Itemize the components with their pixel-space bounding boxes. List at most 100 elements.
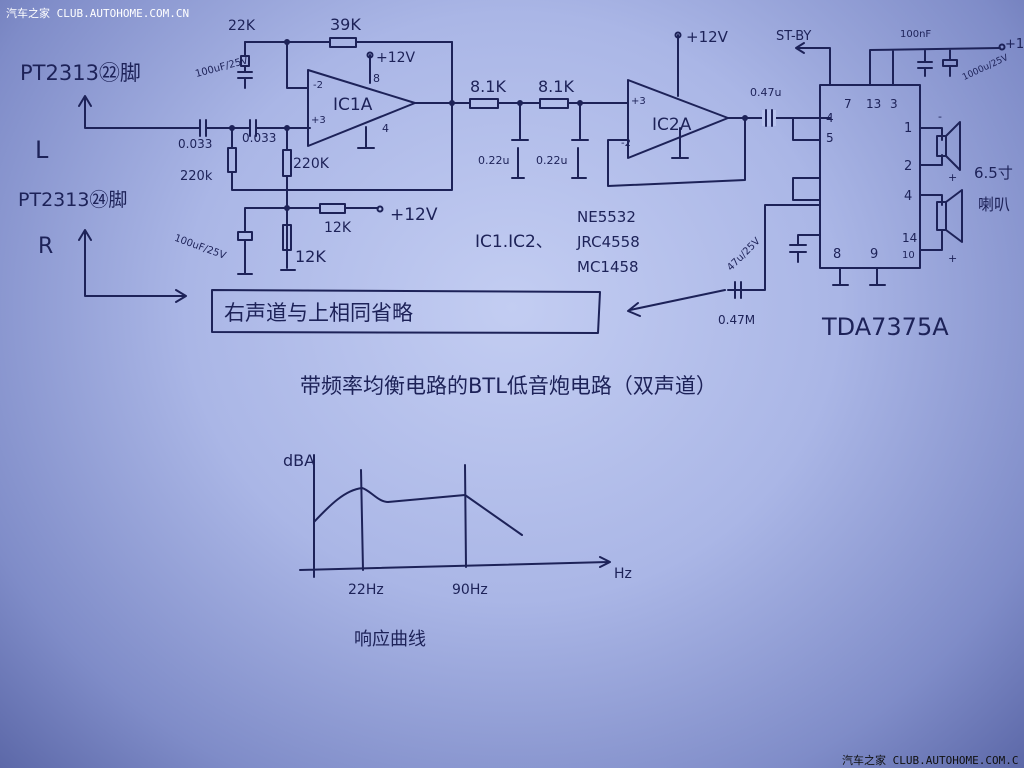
left-channel-label: L bbox=[35, 136, 49, 164]
input-capacitors bbox=[199, 119, 311, 137]
speaker-icon bbox=[936, 121, 963, 243]
opamp-ic1a-symbol bbox=[307, 69, 416, 147]
resistor-label: 8.1K bbox=[538, 77, 574, 96]
ic1a-label: IC1A bbox=[333, 95, 373, 115]
cap-label: 0.47M bbox=[718, 313, 755, 327]
right-channel-label: R bbox=[38, 234, 53, 259]
pin-label: 4 bbox=[826, 111, 834, 125]
ic-models-label: IC1.IC2、 bbox=[475, 232, 553, 252]
right-input-wire bbox=[84, 231, 186, 297]
resistor-8-1k-1 bbox=[469, 98, 499, 109]
opamp-ic2a-symbol bbox=[627, 79, 729, 159]
standby-label: ST-BY bbox=[776, 29, 811, 44]
resistor-8-1k-2 bbox=[539, 98, 569, 109]
resistor-12k-horizontal bbox=[319, 203, 346, 214]
y-axis-label: dBA bbox=[283, 451, 315, 470]
supply-decoupling bbox=[869, 47, 1001, 86]
pin-label: 2 bbox=[904, 159, 912, 174]
resistor-label: 12K bbox=[295, 247, 326, 266]
power-ground-wires bbox=[357, 54, 375, 149]
arrow-icon bbox=[78, 229, 187, 303]
speaker-wires bbox=[919, 127, 943, 251]
resistor-12k-vertical bbox=[282, 224, 292, 251]
left-input-wire bbox=[84, 97, 201, 129]
vcc-label: +12V bbox=[376, 50, 416, 66]
x-axis-label: Hz bbox=[614, 566, 632, 582]
response-curve bbox=[313, 487, 523, 536]
resistor-label: 220k bbox=[180, 169, 213, 184]
resistor-22k bbox=[240, 55, 250, 67]
cap-label: 0.22u bbox=[478, 154, 509, 167]
cap-label: 0.033 bbox=[242, 131, 276, 145]
right-source-label: PT2313㉔脚 bbox=[18, 189, 127, 211]
resistor-label: 8.1K bbox=[470, 77, 506, 96]
left-input: PT2313㉒脚 L bbox=[20, 61, 201, 164]
response-curve-sketch: dBA Hz 22Hz 90Hz 响应曲线 bbox=[283, 451, 632, 650]
pin-label: 4 bbox=[382, 122, 389, 135]
left-source-label: PT2313㉒脚 bbox=[20, 61, 141, 85]
standby-arrow bbox=[795, 42, 831, 86]
pin-label: 4 bbox=[904, 189, 912, 204]
ic-model: MC1458 bbox=[577, 258, 639, 276]
pin-label: +3 bbox=[311, 115, 326, 126]
right-channel-note: 右声道与上相同省略 bbox=[224, 301, 413, 325]
cap-label: 100uF/25V bbox=[194, 55, 249, 80]
pin-label: 10 bbox=[902, 250, 915, 261]
response-markers bbox=[360, 464, 467, 571]
cap-label: 0.033 bbox=[178, 137, 212, 151]
resistor-220k-left bbox=[227, 147, 237, 173]
pin-label: -2 bbox=[313, 80, 323, 91]
ic2a-stage: 8.1K 8.1K 0.22u 0.22u IC2A +3 -2 +12V IC… bbox=[451, 28, 831, 276]
resistor-label: 12K bbox=[324, 220, 352, 236]
response-axes bbox=[299, 454, 611, 578]
polarity-label: + bbox=[948, 252, 957, 265]
feedback-top-wire bbox=[244, 41, 453, 89]
pin-label: 3 bbox=[890, 97, 898, 111]
cap-label: 100uF/25V bbox=[173, 233, 228, 262]
ground-symbols bbox=[832, 267, 886, 286]
cap-label: 1000u/25V bbox=[961, 53, 1011, 83]
22k-cap-branch bbox=[237, 41, 253, 89]
watermark-top: 汽车之家 CLUB.AUTOHOME.COM.CN bbox=[6, 7, 190, 20]
pin-label: -2 bbox=[621, 138, 631, 149]
ic1-feedback-wire bbox=[231, 41, 453, 191]
cap-label: 100nF bbox=[900, 29, 931, 40]
capacitor-0-47u bbox=[765, 109, 773, 127]
ic2-wires bbox=[607, 34, 831, 187]
ic-model: NE5532 bbox=[577, 208, 636, 226]
pin-label: 8 bbox=[833, 247, 841, 262]
right-channel-note-box bbox=[211, 289, 601, 334]
vcc-label: +12V bbox=[1005, 37, 1024, 52]
tda-chip-outline bbox=[819, 84, 921, 269]
pin-label: 9 bbox=[870, 247, 878, 262]
resistor-label: 220K bbox=[293, 156, 330, 172]
tick-label: 22Hz bbox=[348, 582, 384, 598]
pin-label: 1 bbox=[904, 121, 912, 136]
resistor-39k bbox=[329, 37, 357, 48]
pin-label: 13 bbox=[866, 97, 881, 111]
amp-input-wires bbox=[629, 117, 821, 311]
right-input: PT2313㉔脚 R bbox=[18, 189, 187, 303]
diagram-title: 带频率均衡电路的BTL低音炮电路（双声道） bbox=[300, 374, 717, 398]
ic-model: JRC4558 bbox=[576, 233, 640, 251]
speaker-label: 6.5寸 bbox=[974, 164, 1013, 182]
resistor-label: 22K bbox=[228, 18, 256, 34]
chip-label: TDA7375A bbox=[821, 313, 949, 341]
pin-label: 14 bbox=[902, 231, 917, 245]
pin-label: 8 bbox=[373, 72, 380, 85]
resistor-label: 39K bbox=[330, 15, 361, 34]
ic1a-stage: 0.033 0.033 IC1A -2 +3 8 4 +12V 220k 39K… bbox=[173, 15, 455, 275]
bias-divider-wire bbox=[237, 207, 379, 275]
resistor-220k-right bbox=[282, 149, 292, 177]
watermark-bottom: 汽车之家 CLUB.AUTOHOME.COM.C bbox=[842, 754, 1019, 767]
tda7375a-stage: 0.47u 0.47M 47u/25V ST-BY +12V 100nF 100… bbox=[627, 29, 1024, 341]
arrow-left-icon bbox=[627, 302, 641, 317]
pin-label: +3 bbox=[631, 96, 646, 107]
tick-label: 90Hz bbox=[452, 582, 488, 598]
pin-label: 7 bbox=[844, 97, 852, 111]
polarity-label: - bbox=[938, 110, 942, 123]
polarity-label: + bbox=[948, 171, 957, 184]
ic2a-label: IC2A bbox=[652, 115, 692, 135]
capacitor-47u bbox=[789, 234, 821, 263]
